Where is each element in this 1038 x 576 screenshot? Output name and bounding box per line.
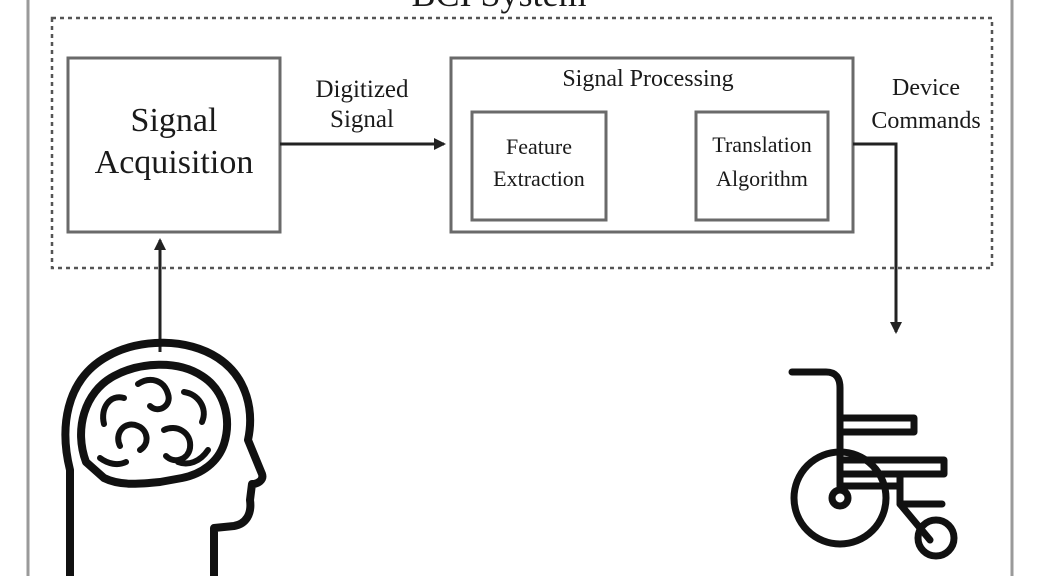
- signal-processing-box: Signal Processing Feature Extraction Tra…: [449, 56, 855, 234]
- device-commands-arrow: [853, 142, 902, 334]
- brain-head-icon: [61, 338, 267, 576]
- device-commands-label-line2: Commands: [871, 108, 980, 134]
- signal-acquisition-label-line1: Signal: [131, 102, 218, 139]
- digitized-signal-label-line2: Signal: [330, 106, 394, 133]
- translation-algorithm-box: Translation Algorithm: [694, 110, 830, 222]
- signal-processing-title: Signal Processing: [562, 66, 733, 92]
- feature-extraction-label-line1: Feature: [506, 134, 572, 159]
- digitized-signal-label-line1: Digitized: [315, 76, 409, 103]
- signal-acquisition-box: Signal Acquisition: [66, 56, 282, 234]
- diagram-title: BCI System: [411, 0, 586, 14]
- translation-algorithm-label-line2: Algorithm: [716, 166, 808, 191]
- device-commands-label-line1: Device: [892, 75, 960, 101]
- feature-extraction-box: Feature Extraction: [470, 110, 608, 222]
- feature-extraction-label-line2: Extraction: [493, 166, 585, 191]
- signal-acquisition-label-line2: Acquisition: [95, 144, 254, 181]
- bci-system-boundary: [50, 16, 994, 270]
- wheelchair-icon: [788, 368, 958, 560]
- translation-algorithm-label-line1: Translation: [712, 132, 811, 157]
